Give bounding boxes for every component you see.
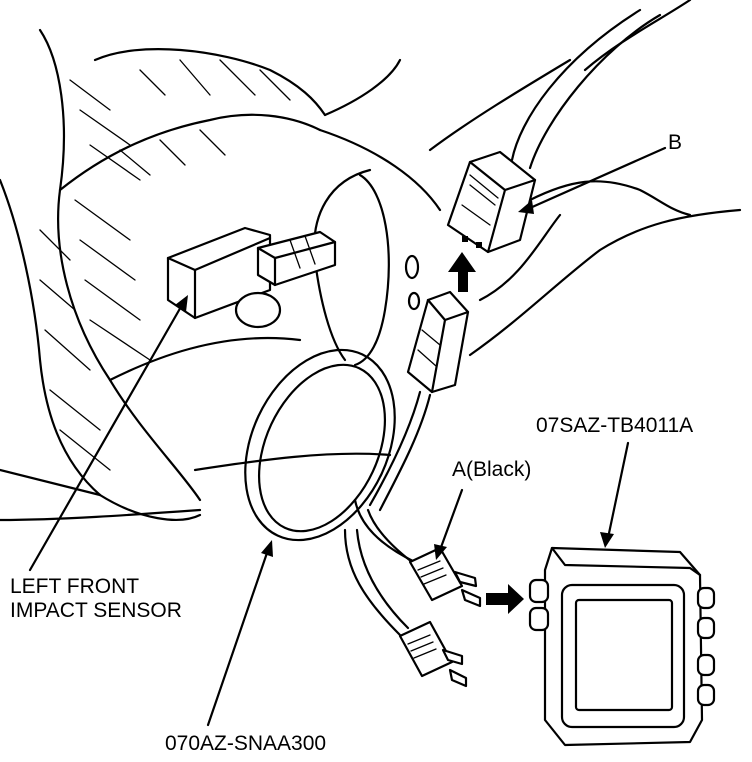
tester-box [528,546,716,747]
impact-sensor-label-line1: LEFT FRONT [10,575,140,598]
connector-a-label: A(Black) [452,458,532,481]
harness-part-number-label: 070AZ-SNAA300 [165,732,327,755]
impact-sensor [166,226,337,329]
leader-lines [28,146,667,727]
body-panel [0,28,742,522]
connector-b-label: B [668,131,683,154]
impact-sensor-label: LEFT FRONT IMPACT SENSOR [10,575,182,623]
tester-part-number-label: 07SAZ-TB4011A [536,414,694,437]
impact-sensor-label-line2: IMPACT SENSOR [10,599,182,622]
disconnect-arrow [448,252,476,292]
plug-second [398,620,468,688]
harness-coil [244,348,432,637]
connector-b [446,0,692,254]
plug-a [408,546,524,614]
harness-connector [406,290,470,394]
